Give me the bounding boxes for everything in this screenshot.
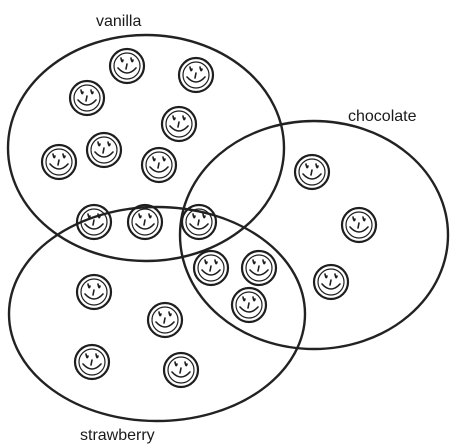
- smiley-face-icon: [42, 145, 76, 179]
- smiley-face-icon: [164, 353, 198, 387]
- smiley-face-icon: [110, 49, 144, 83]
- vanilla-label: vanilla: [96, 13, 141, 30]
- smiley-face-icon: [295, 155, 329, 189]
- chocolate-label: chocolate: [348, 108, 417, 125]
- smiley-face-icon: [128, 205, 162, 239]
- strawberry-set-circle: [9, 207, 305, 421]
- smiley-face-icon: [87, 133, 121, 167]
- smiley-face-icon: [70, 81, 104, 115]
- smiley-face-icon: [75, 345, 109, 379]
- strawberry-label: strawberry: [80, 427, 155, 444]
- smiley-face-icon: [194, 251, 228, 285]
- smiley-face-icon: [77, 275, 111, 309]
- smiley-face-icon: [179, 58, 213, 92]
- smiley-face-icon: [314, 265, 348, 299]
- smiley-face-icon: [182, 205, 216, 239]
- smiley-face-icon: [242, 251, 276, 285]
- smiley-face-icon: [142, 148, 176, 182]
- smiley-face-icon: [342, 208, 376, 242]
- smiley-face-icon: [232, 288, 266, 322]
- smiley-face-icon: [162, 107, 196, 141]
- smiley-face-icon: [148, 303, 182, 337]
